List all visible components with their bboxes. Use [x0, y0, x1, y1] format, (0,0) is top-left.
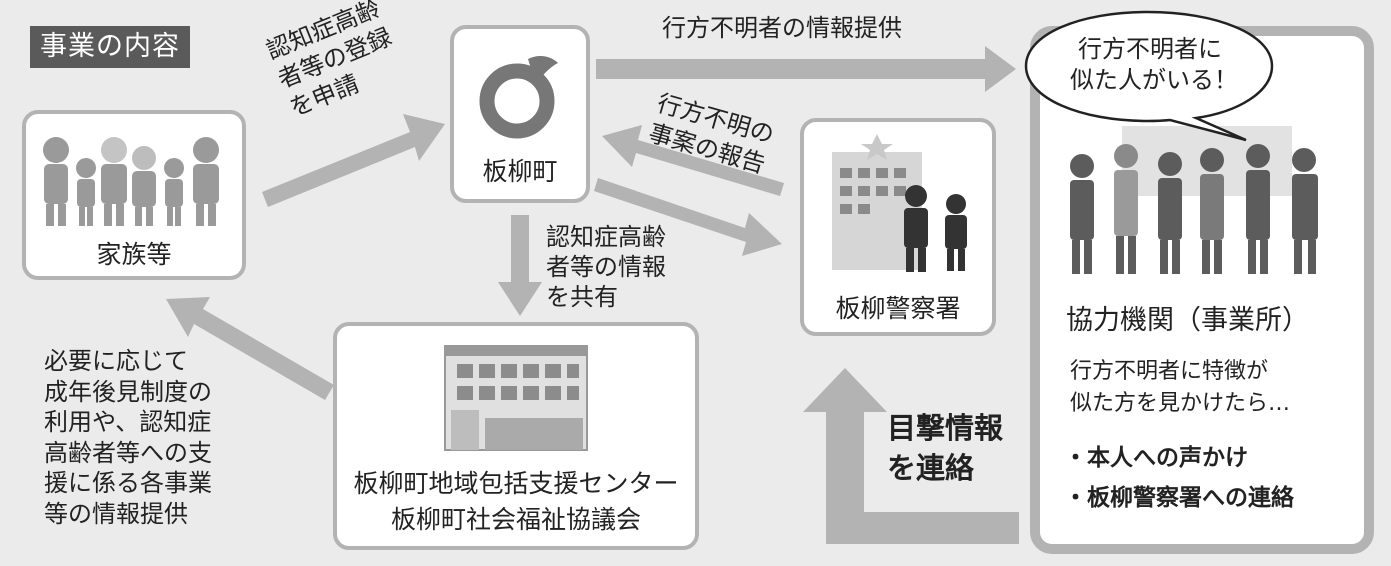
- center-name-1: 板柳町地域包括支援センター: [353, 469, 679, 498]
- arrow-town-to-police: [594, 178, 782, 256]
- family-illustration: [43, 137, 219, 226]
- edge-center-family-3: 利用や、認知症: [44, 408, 212, 436]
- edge-town-center-2: 者等の情報: [546, 253, 666, 281]
- center-name-2: 板柳町社会福祉協議会: [390, 505, 641, 534]
- police-label: 板柳警察署: [835, 294, 961, 323]
- town-label: 板柳町: [482, 157, 558, 186]
- arrow-town-to-partners: [596, 46, 1016, 92]
- node-family: 家族等: [22, 110, 246, 280]
- edge-center-family-2: 成年後見制度の: [44, 377, 212, 406]
- arrow-center-to-family: [166, 297, 334, 400]
- partners-action-1: ・本人への声かけ: [1064, 445, 1248, 471]
- edge-label-partners-to-police: 目撃情報 を連絡: [887, 408, 1003, 488]
- speech-bubble-shape: [1024, 10, 1274, 142]
- partners-heading: 協力機関（事業所）: [1066, 305, 1309, 336]
- edge-label-town-to-partners: 行方不明者の情報提供: [662, 14, 902, 42]
- partners-workers-illustration: [1070, 126, 1318, 274]
- arrow-partners-to-police: [803, 368, 1019, 544]
- section-title: 事業の内容: [30, 26, 190, 68]
- partners-action-2: ・板柳警察署への連絡: [1064, 485, 1294, 511]
- edge-partners-police-2: を連絡: [887, 451, 975, 485]
- edge-center-family-4: 高齢者等への支: [44, 438, 212, 467]
- arrow-family-to-town: [262, 114, 445, 207]
- arrow-town-to-center: [498, 215, 542, 316]
- speech-bubble-line-1: 行方不明者に: [1078, 35, 1222, 63]
- partners-description: 行方不明者に特徴が 似た方を見かけたら…: [1070, 356, 1290, 420]
- edge-town-center-3: を共有: [546, 283, 618, 311]
- speech-bubble-text: 行方不明者に 似た人がいる！: [1070, 34, 1238, 96]
- edge-partners-police-1: 目撃情報: [887, 411, 1004, 445]
- arrow-police-to-town: [602, 125, 784, 196]
- town-emblem-icon: [479, 56, 558, 139]
- edge-label-town-to-center: 認知症高齢 者等の情報 を共有: [546, 222, 666, 312]
- edge-center-family-5: 援に係る各事業: [44, 469, 212, 497]
- partners-actions: ・本人への声かけ ・板柳警察署への連絡: [1064, 438, 1294, 518]
- node-center: 板柳町地域包括支援センター 板柳町社会福祉協議会: [333, 322, 699, 550]
- edge-label-center-to-family: 必要に応じて 成年後見制度の 利用や、認知症 高齢者等への支 援に係る各事業 等…: [44, 346, 212, 529]
- node-town: 板柳町: [450, 25, 590, 203]
- partners-description-2: 似た方を見かけたら…: [1070, 391, 1291, 416]
- family-label: 家族等: [96, 240, 172, 269]
- edge-center-family-6: 等の情報提供: [44, 499, 188, 528]
- center-building-illustration: [444, 345, 588, 451]
- node-police: 板柳警察署: [800, 118, 996, 336]
- edge-town-center-1: 認知症高齢: [546, 223, 666, 251]
- police-station-illustration: [832, 134, 967, 272]
- center-label: 板柳町地域包括支援センター 板柳町社会福祉協議会: [337, 466, 695, 538]
- speech-bubble-line-2: 似た人がいる！: [1070, 66, 1238, 94]
- partners-description-1: 行方不明者に特徴が: [1070, 359, 1269, 384]
- edge-center-family-1: 必要に応じて: [44, 347, 188, 375]
